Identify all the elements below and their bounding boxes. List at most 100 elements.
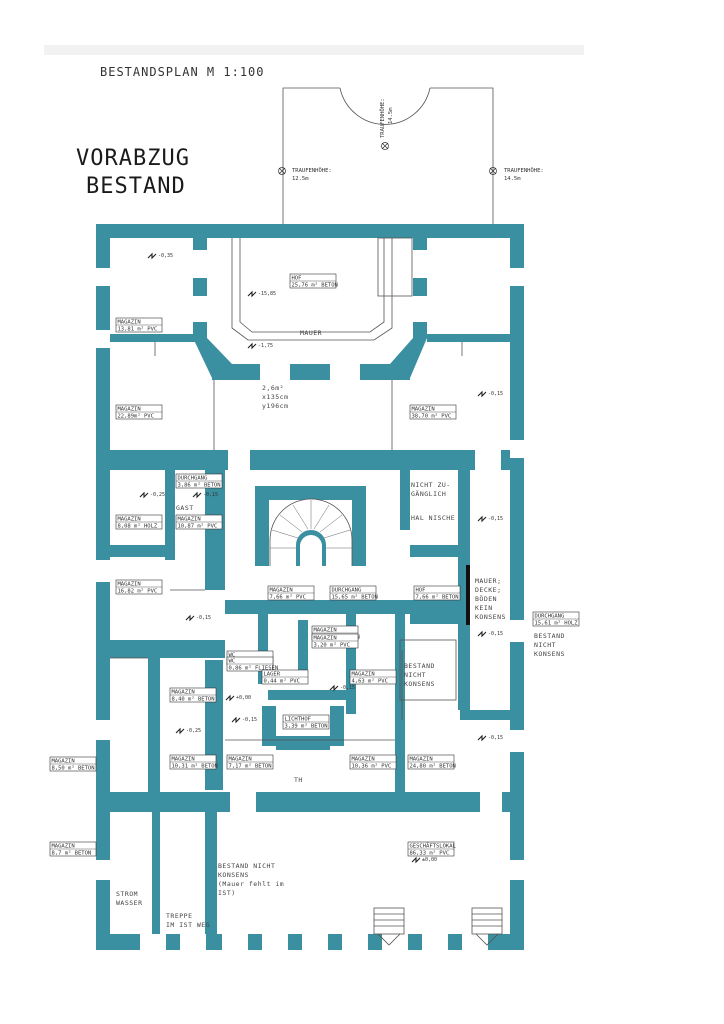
notes: 2,6m² x135cm y196cm MAUER GAST NICHT ZU-…	[116, 329, 565, 929]
eaves-marker-left: TRAUFENHÖHE: 12.5m	[278, 167, 332, 182]
level-marker: -15,85	[247, 290, 276, 298]
room-name: MAGAZIN	[172, 690, 195, 696]
level-marker: -0,15	[185, 614, 211, 622]
scan-artifact	[44, 45, 584, 55]
room-area: 0,86 m² FLIESEN	[229, 665, 279, 672]
room-name: MAGAZIN	[172, 757, 195, 763]
note-hal-nische: HAL NISCHE	[411, 514, 455, 522]
note-bnk-mid-3: KONSENS	[404, 680, 435, 688]
room-area: 3,39 m² BETON	[285, 723, 328, 730]
level-marker: +0,00	[225, 694, 251, 702]
level-value: -0,15	[203, 492, 218, 498]
entrance-stairs	[373, 907, 503, 946]
note-bnk-bottom-1: BESTAND NICHT	[218, 862, 275, 870]
room-name: MAGAZIN	[118, 582, 141, 588]
room-area: 16,82 m² PVC	[118, 588, 158, 595]
room-area: 0,44 m² PVC	[264, 678, 300, 685]
room-name: MAGAZIN	[52, 844, 75, 850]
room-name: HOF	[416, 588, 426, 594]
note-mauer-decke-5: KONSENS	[475, 613, 506, 621]
room-name: MAGAZIN	[270, 588, 293, 594]
note-treppe-2: IM IST WEG	[166, 921, 210, 929]
title-line-2: BESTAND	[86, 174, 186, 199]
eaves-center-label: TRAUFENHÖHE:	[379, 98, 386, 138]
room-name: MAGAZIN	[52, 759, 75, 765]
level-value: -0,15	[340, 685, 355, 691]
room-area: 10,87 m² PVC	[178, 523, 218, 530]
note-gast: GAST	[176, 504, 194, 512]
level-marker: -0,25	[175, 727, 201, 735]
note-nicht-zugaenglich-1: NICHT ZU-	[411, 481, 451, 489]
room-area: 22,89m² PVC	[118, 413, 154, 420]
room-name: MAGAZIN	[352, 672, 375, 678]
level-marker: -0,15	[192, 491, 218, 499]
interior-dividers	[110, 589, 457, 741]
note-mauer-decke-4: KEIN	[475, 604, 493, 612]
room-area: 10,36 m² PVC	[352, 763, 392, 770]
room-area: 7,17 m² BETON	[229, 763, 272, 770]
level-marker: -1,75	[247, 342, 273, 350]
room-name: DURCHGANG	[178, 476, 208, 482]
room-area: 25,76 m² BETON	[292, 282, 338, 289]
note-mauer-decke-2: DECKE;	[475, 586, 501, 594]
note-th: TH	[294, 776, 303, 784]
note-bnk-right-2: NICHT	[534, 641, 556, 649]
room-name: MAGAZIN	[118, 407, 141, 413]
level-marker: -0,15	[477, 630, 503, 638]
level-marker: -0,25	[139, 491, 165, 499]
scale-label: BESTANDSPLAN M 1:100	[100, 65, 265, 79]
note-opening-1: 2,6m²	[262, 384, 284, 392]
level-value: -0,25	[150, 492, 165, 498]
level-value: -0,15	[488, 735, 503, 741]
room-name: WC	[229, 653, 236, 659]
note-bnk-bottom-2: KONSENS	[218, 871, 249, 879]
eaves-marker-center: TRAUFENHÖHE: 14.5m	[379, 98, 394, 150]
room-name: HOF	[292, 276, 302, 282]
level-marker: -0,15	[477, 734, 503, 742]
room-area: 3,86 m² BETON	[178, 482, 221, 489]
room-area: 10,31 m² BETON	[172, 763, 218, 770]
room-name: MAGAZIN	[410, 757, 433, 763]
room-name: MAGAZIN	[412, 407, 435, 413]
room-name: MAGAZIN	[352, 757, 375, 763]
level-value: +0,00	[236, 695, 251, 701]
room-area: 8,08 m² HOLZ	[118, 523, 158, 530]
note-bnk-bottom-4: IST)	[218, 889, 236, 897]
room-area: 24,80 m² BETON	[410, 763, 456, 770]
eaves-left-label: TRAUFENHÖHE:	[292, 167, 332, 174]
room-name: LAGER	[264, 672, 281, 678]
eaves-left-value: 12.5m	[292, 176, 309, 182]
room-name: WC	[229, 659, 236, 665]
note-treppe-1: TREPPE	[166, 912, 192, 920]
eaves-right-label: TRAUFENHÖHE:	[504, 167, 544, 174]
room-area: 3,20 m² PVC	[314, 642, 350, 649]
room-name: MAGAZIN	[178, 517, 201, 523]
room-name: LICHTHOF	[285, 717, 312, 723]
level-value: -0,15	[488, 516, 503, 522]
note-mauer: MAUER	[300, 329, 322, 337]
note-opening-3: y196cm	[262, 402, 288, 410]
level-marker: -0,15	[329, 684, 355, 692]
note-mauer-decke-1: MAUER;	[475, 577, 501, 585]
note-bnk-right-1: BESTAND	[534, 632, 565, 640]
note-mauer-decke-3: BÖDEN	[475, 594, 497, 603]
level-value: -15,85	[258, 291, 276, 297]
level-marker: -0,35	[147, 252, 173, 260]
level-markers: -0,35 -15,85 -1,75 -0,15 -0,25 -0,15 -0,15 -0,1…	[139, 252, 503, 864]
